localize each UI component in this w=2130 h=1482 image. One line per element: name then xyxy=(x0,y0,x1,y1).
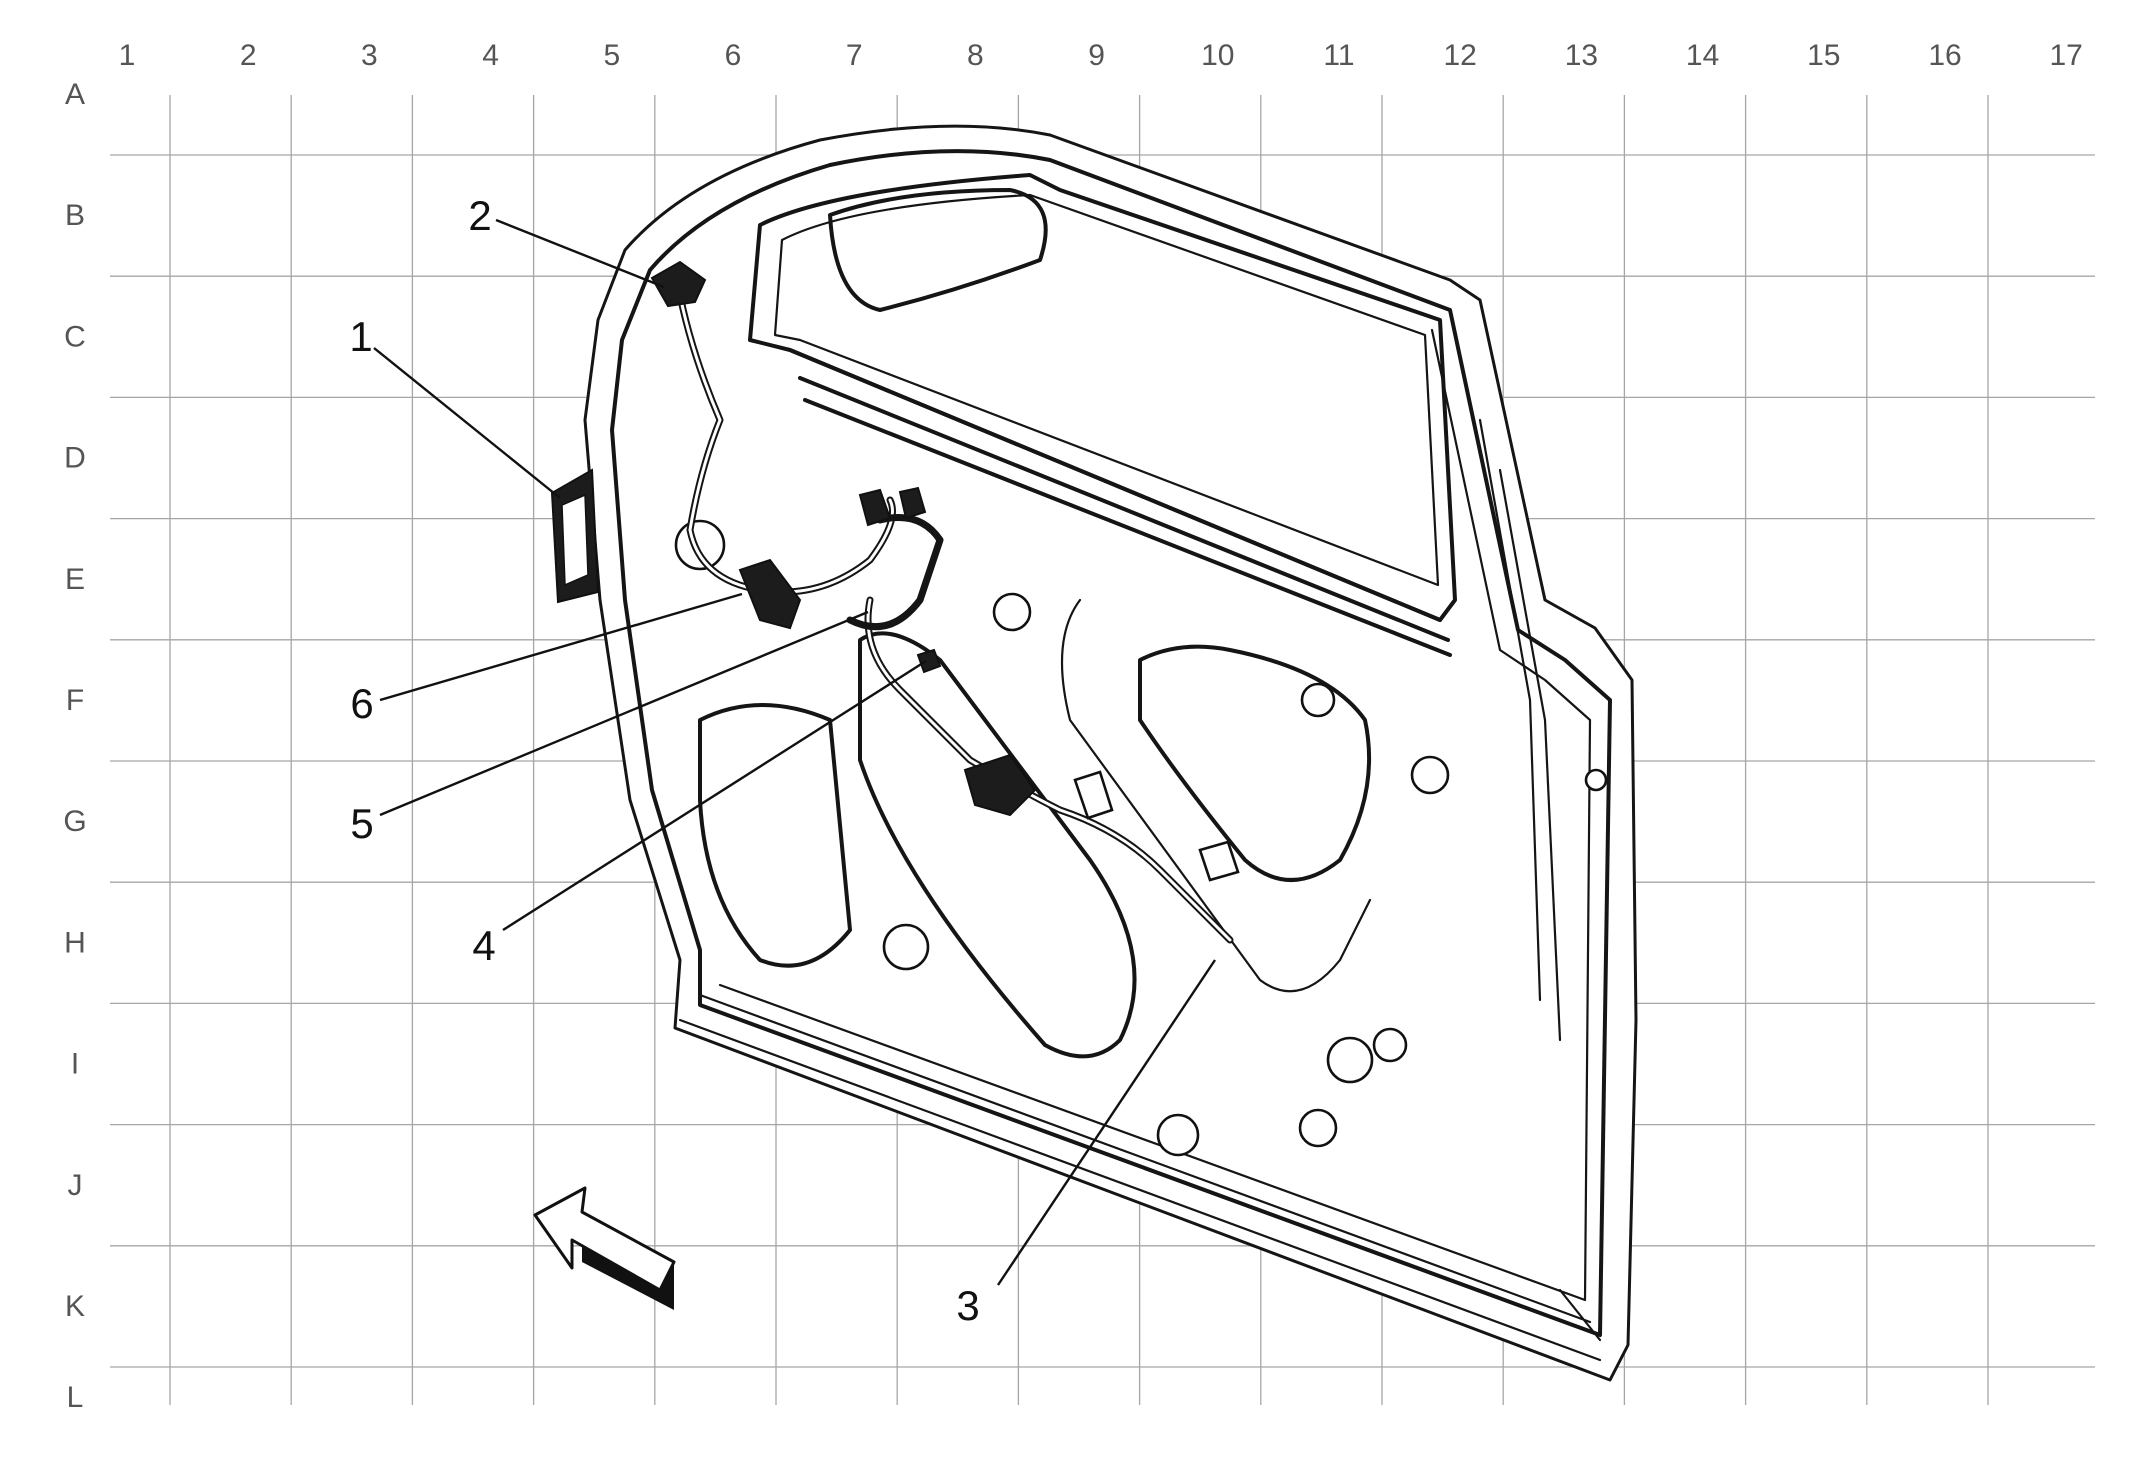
part-4-retainer xyxy=(916,648,942,674)
grid-column-label: 11 xyxy=(1323,39,1354,72)
part-1-connector xyxy=(550,468,600,604)
grid-row-label: D xyxy=(64,442,86,475)
grid-column-label: 6 xyxy=(725,39,742,72)
grid-column-label: 10 xyxy=(1201,39,1234,72)
hole-5 xyxy=(1326,1036,1374,1084)
callout-leaders xyxy=(373,218,1216,1286)
grid-column-label: 12 xyxy=(1444,39,1477,72)
grid-column-label: 15 xyxy=(1807,39,1840,72)
grid-column-label: 3 xyxy=(361,39,378,72)
mirror-patch xyxy=(828,188,1048,312)
grid-row-label: K xyxy=(65,1290,85,1323)
grid-row-labels: A B C D E F G H I J K L xyxy=(63,78,86,1414)
grid-row-label: G xyxy=(63,805,86,838)
grid-row-label: I xyxy=(71,1048,79,1081)
grid-row-label: C xyxy=(64,320,86,353)
leader-3 xyxy=(997,959,1216,1286)
inner-panel-rib xyxy=(1060,598,1372,993)
hole-2 xyxy=(882,923,930,971)
grid-column-label: 17 xyxy=(2050,39,2083,72)
hole-7 xyxy=(1300,682,1336,718)
door-outer-panel xyxy=(583,124,1638,1382)
grid-column-label: 14 xyxy=(1686,39,1719,72)
part-2-connector xyxy=(650,260,707,308)
part-5-clip xyxy=(858,486,927,527)
grid-column-label: 13 xyxy=(1565,39,1598,72)
grid-column-label: 5 xyxy=(603,39,620,72)
leader-4 xyxy=(502,659,927,932)
leader-5 xyxy=(379,610,869,817)
hole-4 xyxy=(1298,1108,1338,1148)
grid-row-label: F xyxy=(66,684,84,717)
grid-row-label: A xyxy=(65,78,85,111)
hole-3 xyxy=(1156,1113,1200,1157)
grid-column-label: 1 xyxy=(119,39,136,72)
hole-10 xyxy=(1584,768,1608,792)
leader-6 xyxy=(379,592,743,702)
window-frame-inner xyxy=(773,193,1440,587)
leader-2 xyxy=(495,218,665,289)
grid-row-label: L xyxy=(67,1381,84,1414)
callout-labels: 1 2 3 4 5 6 xyxy=(349,192,979,1329)
door-lower-edge xyxy=(678,993,1602,1362)
callout-1: 1 xyxy=(349,313,372,360)
grid-column-label: 4 xyxy=(482,39,499,72)
grid-column-label: 7 xyxy=(846,39,863,72)
leader-1 xyxy=(373,347,561,499)
grid-column-label: 9 xyxy=(1088,39,1105,72)
inner-panel-opening-large xyxy=(1138,644,1372,882)
door-inner-perimeter xyxy=(610,149,1612,1337)
wiring-harness-inner xyxy=(676,283,894,594)
door-assembly-illustration xyxy=(550,124,1638,1382)
hole-8 xyxy=(1410,755,1450,795)
door-inner-perimeter-2 xyxy=(718,328,1592,1302)
grid-row-label: B xyxy=(65,199,85,232)
window-frame xyxy=(748,173,1457,622)
grid-row-label: H xyxy=(64,926,86,959)
grid-row-label: J xyxy=(68,1169,83,1202)
wiring-harness-window xyxy=(846,514,944,631)
wiring-harness-branch-inner xyxy=(866,598,1232,942)
callout-2: 2 xyxy=(468,192,491,239)
grid-row-label: E xyxy=(65,563,85,596)
belt-line xyxy=(788,348,1452,657)
hole-9 xyxy=(1372,1027,1408,1063)
callout-5: 5 xyxy=(350,800,373,847)
front-direction-arrow-icon xyxy=(533,1186,676,1310)
callout-6: 6 xyxy=(350,680,373,727)
callout-3: 3 xyxy=(956,1282,979,1329)
window-motor-connector xyxy=(963,753,1240,882)
door-rear-edge-detail xyxy=(1478,418,1562,1042)
grid-column-label: 2 xyxy=(240,39,257,72)
callout-4: 4 xyxy=(472,922,495,969)
part-6-connector xyxy=(738,558,802,630)
hole-6 xyxy=(992,592,1032,632)
grid-column-label: 8 xyxy=(967,39,984,72)
inner-panel-opening-left xyxy=(698,703,852,968)
grid-column-label: 16 xyxy=(1928,39,1961,72)
